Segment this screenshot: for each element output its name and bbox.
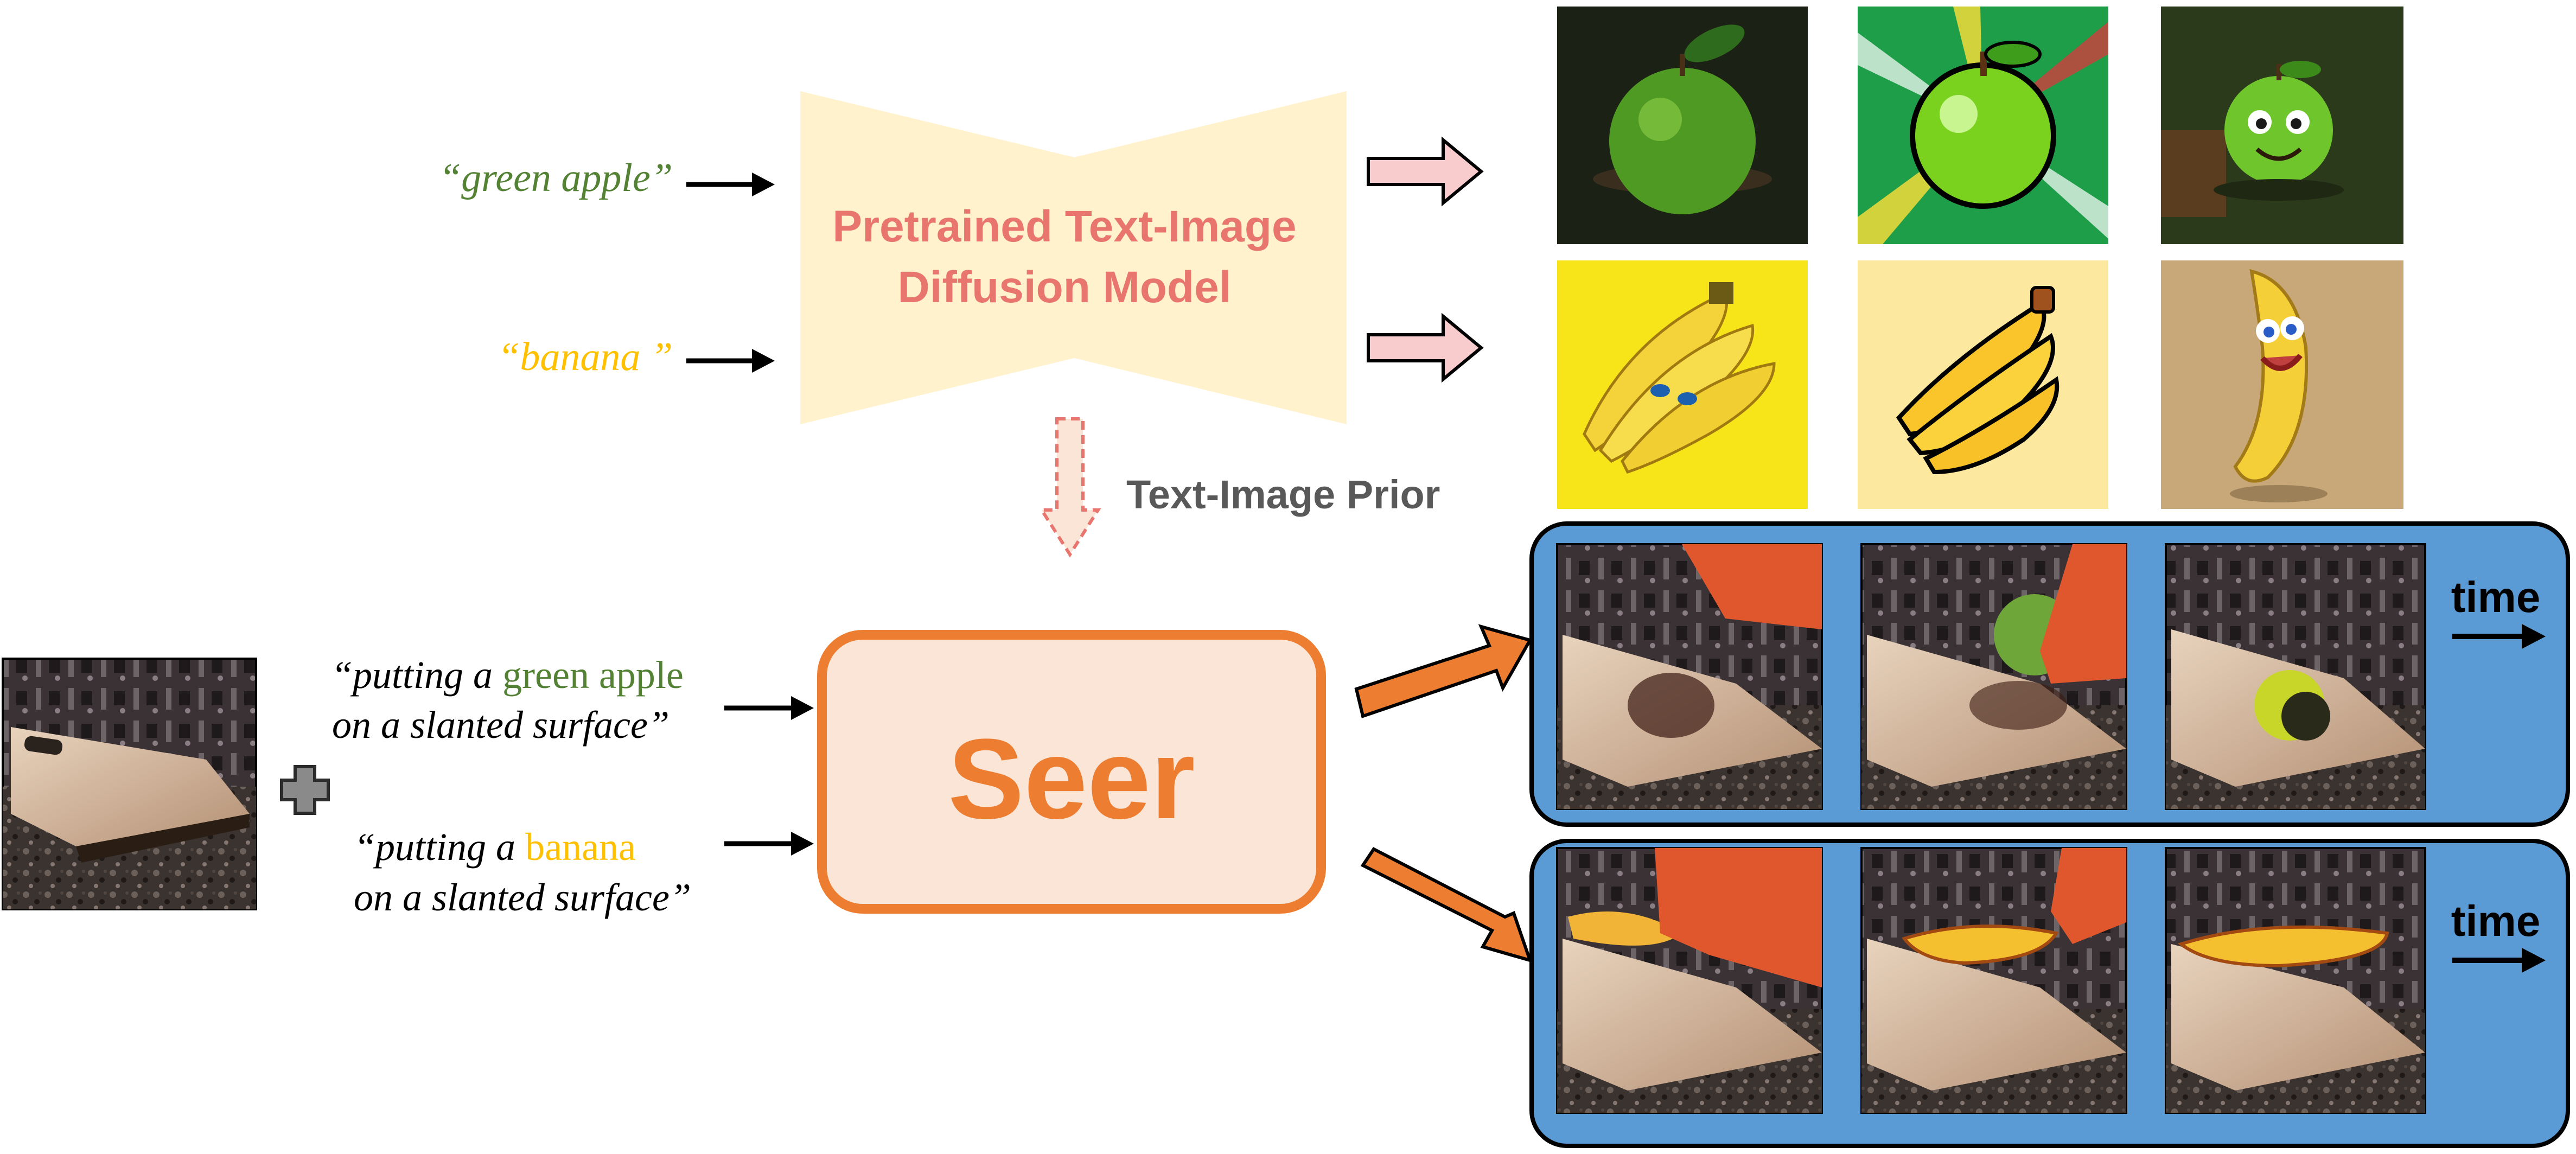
video-frame-banana-2 bbox=[1860, 847, 2127, 1114]
generated-image-comic-green-apple bbox=[1858, 7, 2108, 244]
instruction-banana-prefix: “putting a bbox=[354, 825, 525, 869]
instruction-banana-object: banana bbox=[525, 825, 636, 869]
time-indicator-banana: time bbox=[2451, 897, 2546, 973]
prompt-apple: “green apple” bbox=[439, 156, 673, 200]
prior-label: Text-Image Prior bbox=[1126, 472, 1440, 517]
prompt-banana: “banana ” bbox=[498, 335, 673, 379]
time-indicator-apple: time bbox=[2451, 573, 2546, 649]
diffusion-model-block: Pretrained Text-Image Diffusion Model bbox=[800, 91, 1347, 424]
instruction-banana: “putting a banana on a slanted surface” bbox=[354, 825, 691, 919]
time-label-apple: time bbox=[2451, 573, 2541, 621]
video-panel-banana: time bbox=[1529, 839, 2570, 1148]
video-frame-apple-3 bbox=[2165, 543, 2426, 810]
seer-box bbox=[817, 630, 1326, 914]
generated-image-cartoon-apple-character bbox=[2161, 7, 2403, 244]
video-frame-banana-1 bbox=[1556, 847, 1823, 1114]
prompt-apple-text: “green apple” bbox=[439, 156, 673, 200]
seer-block: Seer bbox=[817, 630, 1326, 914]
arrow-instruction-banana-to-seer bbox=[724, 832, 814, 856]
instruction-apple-line2: on a slanted surface” bbox=[332, 703, 669, 747]
video-frame-apple-2 bbox=[1860, 543, 2127, 810]
arrow-model-to-banana-images bbox=[1367, 313, 1484, 383]
instruction-banana-line2: on a slanted surface” bbox=[354, 876, 691, 919]
instruction-apple-object: green apple bbox=[502, 653, 684, 697]
instruction-apple-prefix: “putting a bbox=[331, 653, 502, 697]
diffusion-model-title-line1: Pretrained Text-Image bbox=[832, 202, 1296, 251]
plus-sign bbox=[280, 765, 330, 815]
instruction-apple: “putting a green apple on a slanted surf… bbox=[331, 653, 684, 747]
prompt-banana-text: “banana ” bbox=[498, 335, 673, 379]
arrow-prompt-apple-to-model bbox=[686, 173, 775, 196]
time-label-banana: time bbox=[2451, 897, 2541, 945]
prior-arrow-dashed bbox=[1038, 417, 1101, 558]
input-frame-cutting-board bbox=[2, 658, 257, 910]
diffusion-model-title-line2: Diffusion Model bbox=[898, 263, 1232, 312]
generated-image-photo-green-apple bbox=[1557, 7, 1808, 244]
arrow-seer-to-banana-video bbox=[1360, 847, 1533, 963]
generated-image-photo-banana-bunch bbox=[1557, 260, 1808, 509]
generated-image-cartoon-banana-character bbox=[2161, 260, 2403, 509]
seer-title: Seer bbox=[948, 715, 1195, 843]
diffusion-model-hourglass bbox=[800, 91, 1347, 424]
arrow-prompt-banana-to-model bbox=[686, 349, 775, 373]
video-frame-apple-1 bbox=[1556, 543, 1823, 810]
generated-image-cartoon-banana-bunch bbox=[1858, 260, 2108, 509]
arrow-seer-to-apple-video bbox=[1354, 624, 1533, 718]
svg-text:“putting a green apple: “putting a green apple bbox=[331, 653, 684, 697]
video-frame-banana-3 bbox=[2165, 847, 2426, 1114]
video-panel-apple: time bbox=[1529, 521, 2570, 827]
arrow-instruction-apple-to-seer bbox=[724, 696, 814, 720]
arrow-model-to-apple-images bbox=[1367, 136, 1484, 207]
svg-text:“putting a banana: “putting a banana bbox=[354, 825, 636, 869]
